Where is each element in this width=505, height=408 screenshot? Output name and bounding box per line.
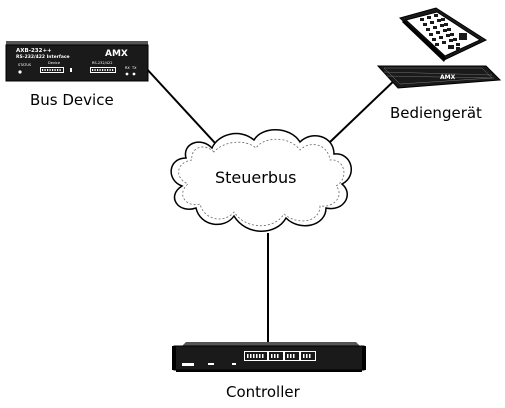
bus-device-model-line2: RS-232/422 Interface [16, 54, 70, 60]
controller-label: Controller [226, 383, 300, 401]
link-bus-device-to-cloud [144, 66, 216, 144]
link-panel-to-cloud [329, 76, 399, 143]
bus-device-label: Bus Device [30, 91, 114, 109]
controller-unit [172, 342, 366, 372]
panel-brand-logo: AMX [440, 74, 456, 81]
bus-device-status-led [18, 70, 22, 74]
bus-device-tx-led [132, 72, 136, 76]
panel-label: Bediengerät [390, 104, 482, 122]
bus-device-rs232-label: RS-232/422 [92, 61, 112, 65]
bus-device-tx-label: TX [131, 66, 137, 70]
steuerbus-cloud [170, 129, 352, 232]
steuerbus-label: Steuerbus [215, 168, 297, 187]
bus-device-brand-logo: AMX [105, 49, 128, 59]
controller-front-panel [244, 351, 316, 361]
bus-device-model-line1: AXB-232++ [16, 48, 52, 54]
bus-device-unit: AXB-232++ RS-232/422 Interface AMX STATU… [5, 41, 149, 82]
bus-device-connector-left [40, 67, 64, 73]
panel-button-grid [420, 14, 467, 50]
bus-device-device-label: Device [48, 61, 60, 65]
bus-device-rx-led [125, 72, 129, 76]
bus-device-connector-right [90, 67, 116, 73]
touch-panel-device: AMX [376, 7, 502, 89]
bus-device-rx-label: RX [125, 66, 130, 70]
bus-device-status-label: STATUS [18, 63, 32, 67]
